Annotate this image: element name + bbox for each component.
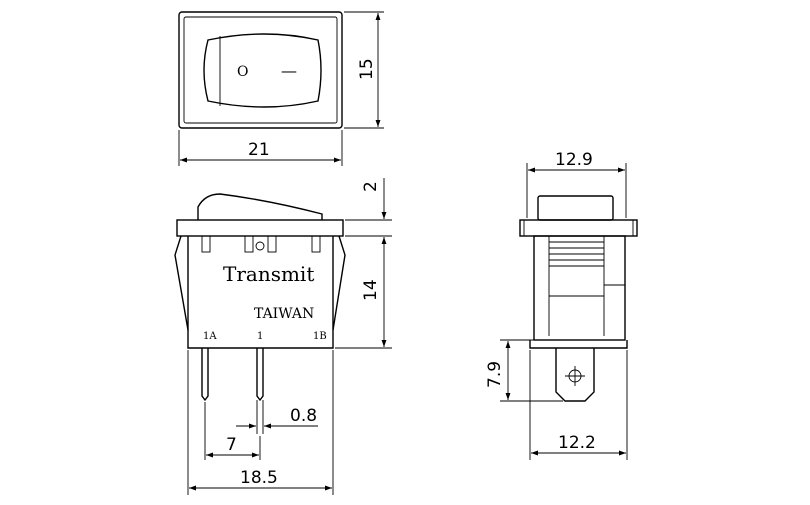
pin-width-label: 0.8 [290,406,317,426]
origin-label: TAIWAN [254,306,314,322]
side-view: 12.9 7.9 12.2 [485,150,638,460]
total-width-label: 18.5 [240,468,278,488]
rocker-outline [203,33,322,108]
on-symbol: — [281,61,297,80]
pin-left [201,348,209,402]
brand-label: Transmit [223,262,314,286]
pin-middle [256,348,264,402]
bezel-flange [176,219,344,237]
terminal-1-label: 1 [257,331,263,342]
width-dimension-label: 21 [248,140,270,160]
rocker-height-label: 2 [361,181,381,192]
side-flange [519,219,638,237]
body-height-label: 14 [361,279,381,301]
top-view-bezel [178,11,343,129]
pin-spacing-label: 7 [226,435,237,455]
side-top-width-label: 12.9 [555,150,593,170]
top-view: O — 21 15 [178,11,384,166]
rocker-actuator [197,193,323,220]
side-bottom-width-label: 12.2 [558,433,596,453]
front-view: Transmit TAIWAN 1A 1 1B 2 14 0.8 7 18.5 [174,178,392,495]
side-terminal [555,348,595,402]
terminal-length-label: 7.9 [485,361,505,388]
terminal-1a-label: 1A [203,331,217,342]
side-cap [537,195,614,221]
off-symbol: O [237,64,248,80]
height-dimension-label: 15 [357,58,377,80]
terminal-1b-label: 1B [313,331,327,342]
side-body [533,235,626,341]
